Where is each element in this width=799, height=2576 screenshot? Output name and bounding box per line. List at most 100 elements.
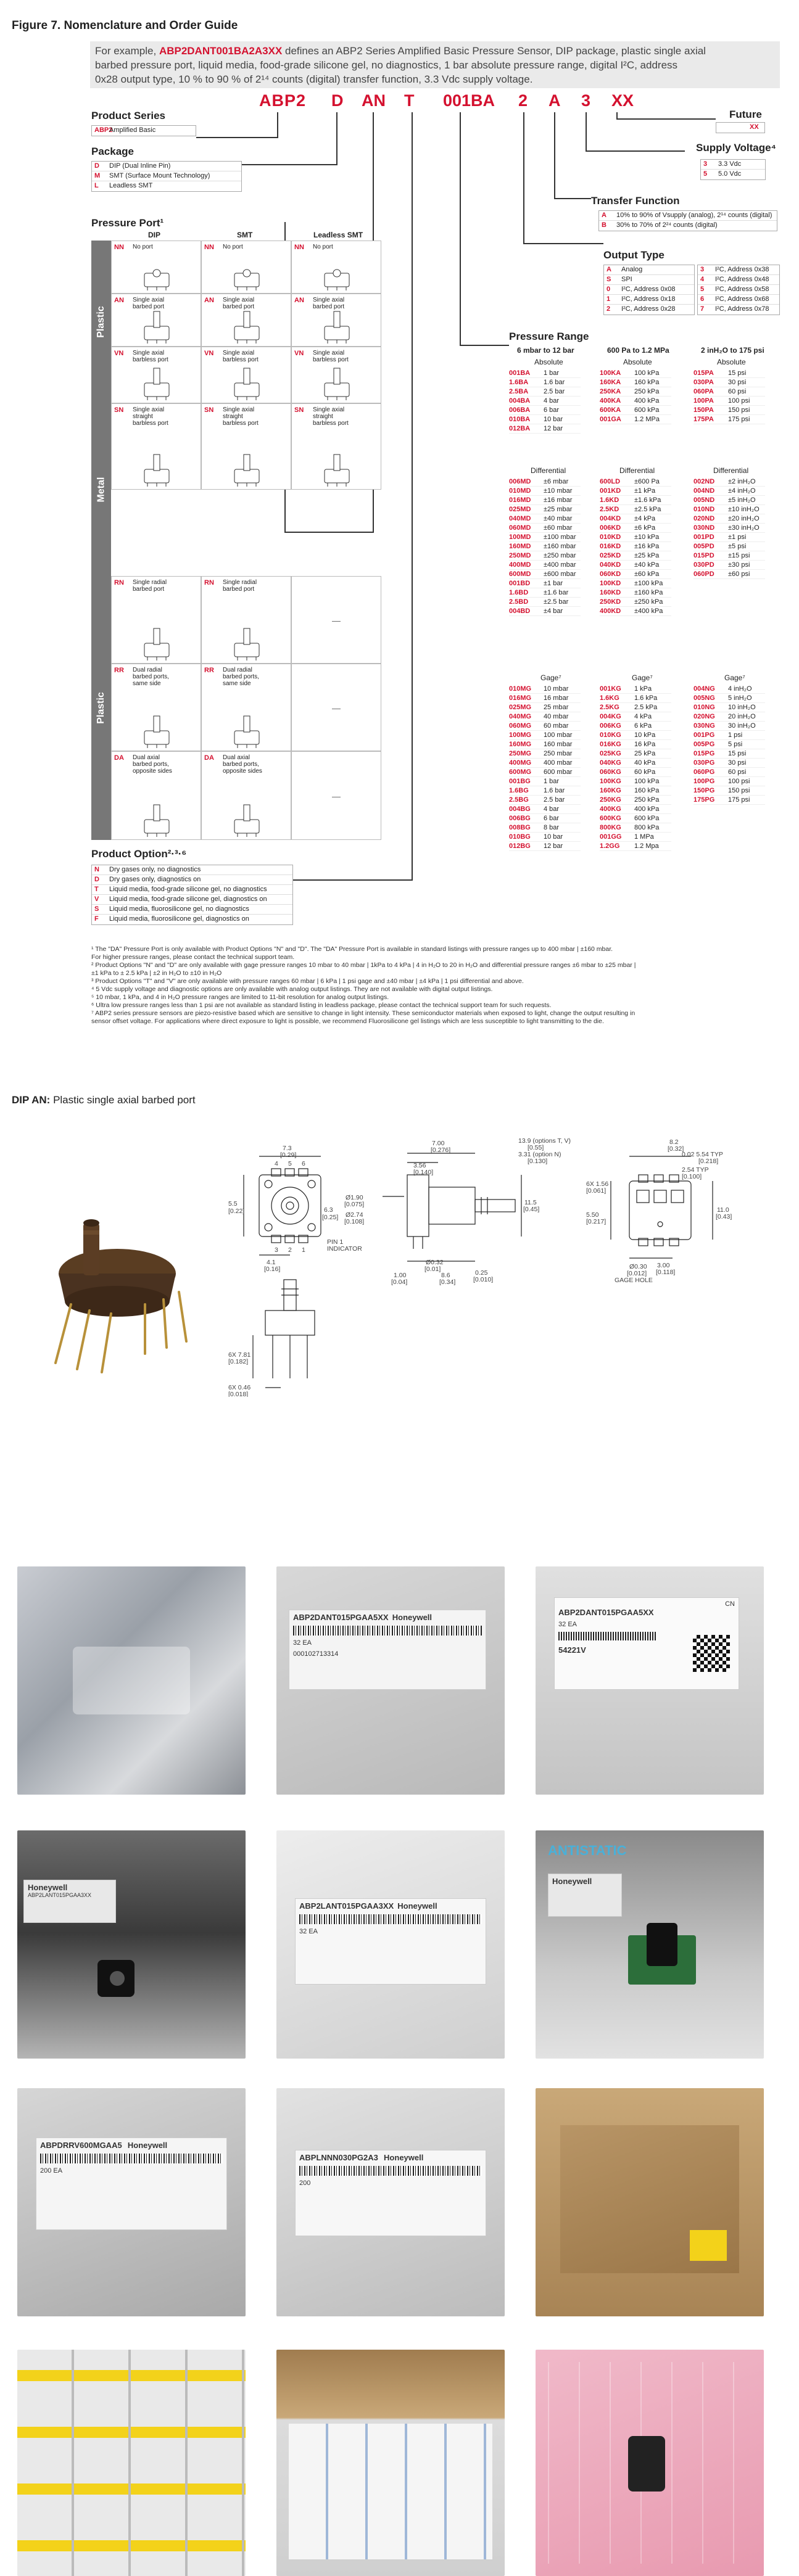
dim-label: [0.04] <box>391 1278 407 1286</box>
range-code: 2.5KD <box>600 506 619 513</box>
dim-label: [0.218] <box>698 1158 718 1165</box>
label-model: ABPDRRV600MGAA5 <box>40 2141 122 2150</box>
range-code: 025MD <box>509 506 531 513</box>
range-code: 004NG <box>693 685 715 693</box>
port-code: RN <box>114 579 124 586</box>
range-value: 10 bar <box>544 416 563 423</box>
dim-label: [0.182] <box>228 1358 248 1365</box>
dim-label: 3.56 <box>413 1162 426 1169</box>
code-part-package: D <box>331 91 344 110</box>
range-row: 004ND±4 inH₂O <box>693 487 765 496</box>
range-value: 400 kPa <box>634 397 660 405</box>
port-desc: No port <box>133 244 153 250</box>
dim-label: 0.25 <box>475 1269 488 1277</box>
range-value: 150 psi <box>728 787 750 794</box>
dim-label: 4 <box>275 1160 278 1167</box>
code-part-range: 001BA <box>443 91 495 110</box>
range-value: 600 mbar <box>544 768 573 776</box>
pressure-range-title: Pressure Range <box>509 331 589 342</box>
range-row: 1.6BD±1.6 bar <box>509 588 581 598</box>
range-value: ±40 mbar <box>544 515 573 522</box>
range-value: ±16 mbar <box>544 496 573 504</box>
range-value: 160 mbar <box>544 741 573 748</box>
footnote: ⁷ ABP2 series pressure sensors are piezo… <box>91 1010 635 1017</box>
label-brand: Honeywell <box>384 2153 424 2162</box>
footnote: sensor offset voltage. For applications … <box>91 1018 604 1025</box>
abs-label-3: Absolute <box>717 358 746 366</box>
range-code: 1.6KD <box>600 496 619 504</box>
range-value: ±5 inH₂O <box>728 496 756 504</box>
range-value: 10 inH₂O <box>728 704 756 711</box>
range-row: 006KD±6 kPa <box>600 524 671 533</box>
range-value: ±60 kPa <box>634 570 660 578</box>
range-value: 60 psi <box>728 388 747 395</box>
dim-label: [0.34] <box>439 1278 455 1286</box>
sensor-port-icon <box>234 269 260 290</box>
label-model: ABP2DANT015PGAA5XX <box>293 1613 389 1622</box>
intro-rest: defines an ABP2 Series Amplified Basic P… <box>282 45 706 57</box>
dim-label: 5.5 <box>228 1200 238 1208</box>
range-code: 060KG <box>600 768 621 776</box>
footnote: ² Product Options "N" and "D" are only a… <box>91 961 636 969</box>
dim-label: [0.075] <box>344 1201 364 1208</box>
option-desc: Dry gases only, diagnostics on <box>109 876 201 883</box>
dim-label: INDICATOR <box>327 1245 362 1253</box>
dim-label: 2.54 TYP <box>682 1166 709 1174</box>
range-value: 60 kPa <box>634 768 656 776</box>
dif-label-1: Differential <box>531 466 566 475</box>
dim-label: [0.108] <box>344 1218 364 1225</box>
output-code: 0 <box>606 286 611 293</box>
range-code: 1.6BG <box>509 787 529 794</box>
port-code: RR <box>204 667 214 674</box>
intro-code: ABP2DANT001BA2A3XX <box>159 45 283 57</box>
dim-label: 0.02 5.54 TYP <box>682 1151 723 1158</box>
port-desc: Single axial straight barbless port <box>313 406 349 427</box>
output-code: A <box>606 266 611 273</box>
gag-label-1: Gage⁷ <box>540 673 561 682</box>
range-row: 030PD±30 psi <box>693 561 765 570</box>
intro-prefix: For example, <box>95 45 159 57</box>
output-code: 4 <box>700 276 705 283</box>
sensor-port-icon <box>144 454 170 487</box>
dim-label: 8.2 <box>669 1138 679 1146</box>
series-desc: Amplified Basic <box>109 126 156 134</box>
range-code: 100PA <box>693 397 714 405</box>
range-value: ±4 inH₂O <box>728 487 756 495</box>
range-row: 015PD±15 psi <box>693 551 765 561</box>
photo-label-2: CN ABP2DANT015PGAA5XX 32 EA 54221V <box>536 1566 764 1795</box>
sensor-port-icon <box>144 715 170 748</box>
range-row: 060KG 60 kPa <box>600 768 671 777</box>
range-row: 160MD±160 mbar <box>509 542 581 551</box>
dif-label-3: Differential <box>713 466 749 475</box>
port-desc: Single axial barbed port <box>313 297 345 310</box>
output-desc: I²C, Address 0x28 <box>621 305 676 313</box>
range-value: 5 psi <box>728 741 743 748</box>
range-code: 020NG <box>693 713 715 720</box>
range-value: ±160 kPa <box>634 589 663 596</box>
option-desc: Dry gases only, no diagnostics <box>109 866 201 873</box>
range-value: 400 kPa <box>634 805 660 813</box>
range-value: 8 bar <box>544 824 560 831</box>
label-model: ABP2LANT015PGAA3XX <box>28 1892 92 1898</box>
range-value: ±2.5 bar <box>544 598 569 606</box>
range-code: 1.2GG <box>600 842 620 850</box>
transfer-desc: 30% to 70% of 2²⁴ counts (digital) <box>616 221 718 229</box>
range-value: 10 kPa <box>634 731 656 739</box>
range-value: 1 psi <box>728 731 743 739</box>
dim-label: Ø2.74 <box>346 1211 363 1219</box>
dip-an-desc: Plastic single axial barbed port <box>50 1094 196 1106</box>
port-desc: No port <box>223 244 243 250</box>
